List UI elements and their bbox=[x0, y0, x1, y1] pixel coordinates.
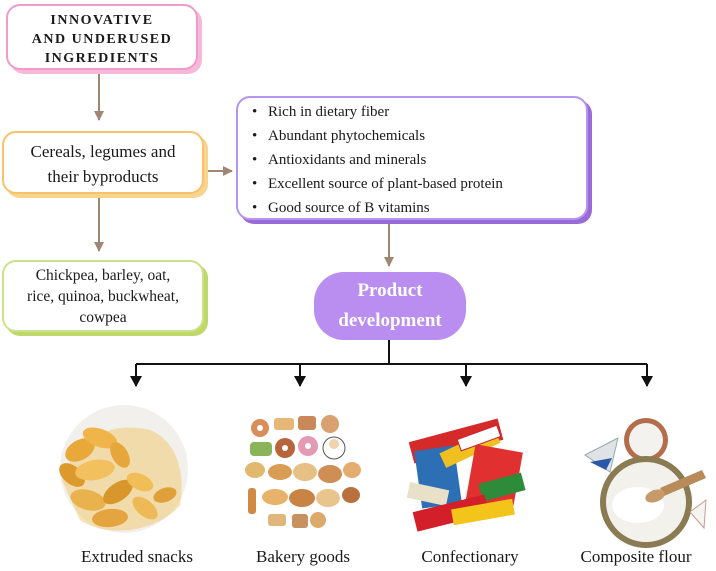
examples-line-2: rice, quinoa, buckwheat, bbox=[27, 288, 179, 305]
bakery-goods-illustration bbox=[238, 405, 366, 533]
benefit-item: Antioxidants and minerals bbox=[250, 148, 503, 172]
product-development-box: Product development bbox=[314, 272, 466, 340]
benefit-item: Good source of B vitamins bbox=[250, 196, 503, 220]
examples-box: Chickpea, barley, oat, rice, quinoa, buc… bbox=[2, 260, 204, 332]
cereals-box: Cereals, legumes and their byproducts bbox=[2, 131, 204, 194]
header-line-3: INGREDIENTS bbox=[44, 51, 160, 66]
header-line-2: AND UNDERUSED bbox=[31, 32, 173, 47]
product-label-confectionary: Confectionary bbox=[421, 547, 519, 566]
benefits-box: Rich in dietary fiber Abundant phytochem… bbox=[236, 96, 588, 220]
candy-bars-photo bbox=[406, 418, 526, 532]
benefits-list: Rich in dietary fiber Abundant phytochem… bbox=[250, 100, 503, 220]
flour-bowls-photo bbox=[584, 418, 707, 548]
product-label-composite-flour: Composite flour bbox=[580, 547, 692, 566]
extruded-snacks-photo bbox=[59, 405, 188, 533]
cereals-line-1: Cereals, legumes and bbox=[30, 142, 176, 161]
cereals-line-2: their byproducts bbox=[47, 167, 159, 186]
product-line-1: Product bbox=[357, 280, 423, 301]
examples-line-1: Chickpea, barley, oat, bbox=[35, 267, 171, 284]
benefit-item: Abundant phytochemicals bbox=[250, 124, 503, 148]
product-line-2: development bbox=[338, 310, 442, 331]
product-label-extruded-snacks: Extruded snacks bbox=[81, 547, 193, 566]
benefit-item: Rich in dietary fiber bbox=[250, 100, 503, 124]
ingredients-header-box: INNOVATIVE AND UNDERUSED INGREDIENTS bbox=[6, 4, 198, 70]
examples-line-3: cowpea bbox=[79, 309, 127, 326]
product-label-bakery-goods: Bakery goods bbox=[256, 547, 350, 566]
header-line-1: INNOVATIVE bbox=[50, 13, 154, 28]
benefit-item: Excellent source of plant-based protein bbox=[250, 172, 503, 196]
